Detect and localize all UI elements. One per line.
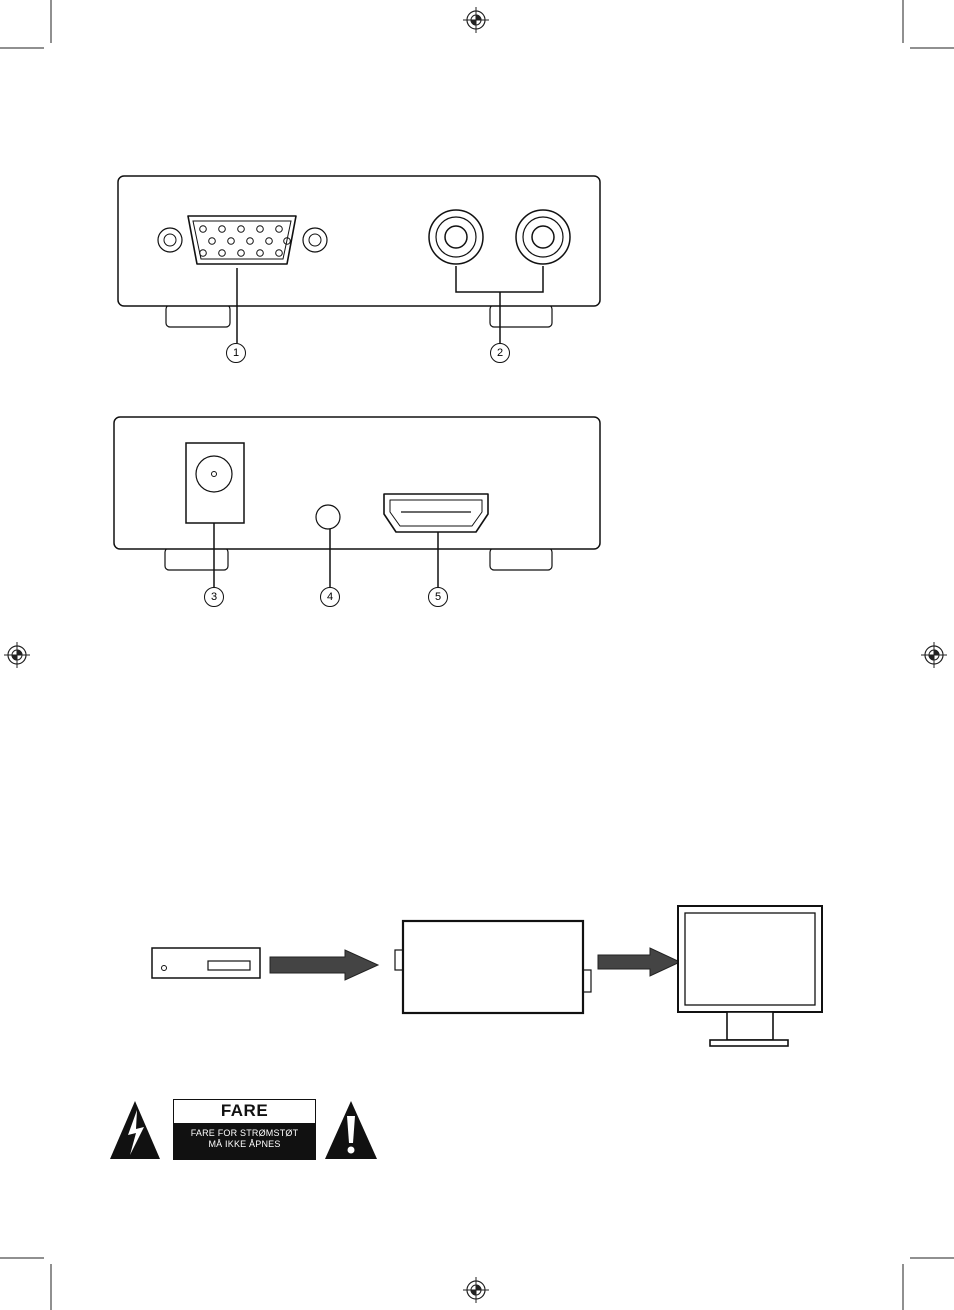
danger-label-line2: MÅ IKKE ÅPNES	[174, 1139, 315, 1150]
callout-2: 2	[490, 343, 510, 363]
arrow-right-icon	[598, 948, 680, 976]
registration-mark-icon	[4, 642, 30, 668]
callout-1-label: 1	[233, 347, 239, 359]
monitor-icon	[678, 906, 822, 1046]
converter-box-icon	[395, 921, 591, 1013]
callout-3: 3	[204, 587, 224, 607]
callout-4: 4	[320, 587, 340, 607]
callout-5: 5	[428, 587, 448, 607]
exclamation-warning-icon	[325, 1101, 377, 1159]
callout-2-label: 2	[497, 347, 503, 359]
callout-1: 1	[226, 343, 246, 363]
registration-mark-icon	[463, 1277, 489, 1303]
danger-label-title: FARE	[174, 1100, 315, 1122]
danger-label-line1: FARE FOR STRØMSTØT	[174, 1128, 315, 1139]
callout-3-label: 3	[211, 591, 217, 603]
danger-label-body: FARE FOR STRØMSTØT MÅ IKKE ÅPNES	[174, 1123, 315, 1159]
danger-warning-label: FARE FARE FOR STRØMSTØT MÅ IKKE ÅPNES	[173, 1099, 316, 1160]
registration-mark-icon	[463, 7, 489, 33]
device-front-panel	[118, 176, 600, 327]
source-player-icon	[152, 948, 260, 978]
arrow-right-icon	[270, 950, 378, 980]
registration-mark-icon	[921, 642, 947, 668]
callout-4-label: 4	[327, 591, 333, 603]
lightning-warning-icon	[110, 1101, 160, 1159]
callout-5-label: 5	[435, 591, 441, 603]
device-back-panel	[114, 417, 600, 570]
